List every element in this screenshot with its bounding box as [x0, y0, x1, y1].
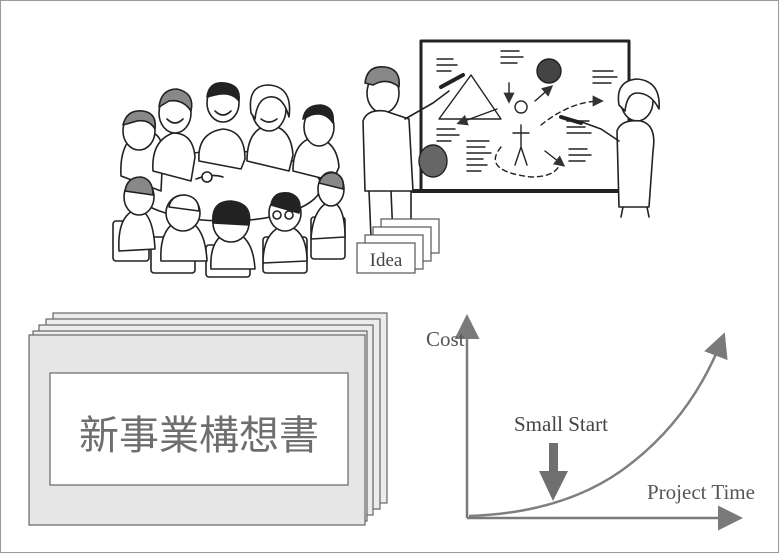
person-1	[120, 109, 164, 192]
whiteboard-sketches	[418, 50, 618, 178]
small-start-label: Small Start	[514, 412, 608, 436]
person-4	[246, 84, 294, 172]
presenter-right	[559, 78, 660, 218]
document-title-box	[49, 372, 349, 486]
presenter-left	[362, 66, 465, 238]
person-10	[310, 171, 346, 240]
document-stack: 新事業構想書	[28, 312, 388, 526]
small-start-arrow	[539, 443, 568, 501]
whiteboard-illustration	[362, 39, 660, 238]
person-6	[118, 176, 156, 252]
meeting-group-illustration	[112, 81, 346, 278]
x-axis-label: Project Time	[647, 480, 755, 504]
person-9	[262, 191, 308, 264]
cost-chart: Cost Project Time Small Start	[426, 314, 755, 531]
person-2	[152, 88, 196, 182]
idea-card-front	[356, 242, 416, 274]
idea-card-stack: Idea	[356, 218, 440, 274]
person-8	[210, 200, 256, 270]
person-7	[160, 194, 208, 262]
whiteboard	[419, 39, 631, 193]
y-axis-label: Cost	[426, 327, 465, 351]
document-title: 新事業構想書	[79, 413, 319, 459]
cost-curve	[468, 332, 728, 518]
idea-card-label: Idea	[370, 250, 403, 271]
person-3	[198, 81, 246, 170]
person-5	[292, 104, 340, 182]
